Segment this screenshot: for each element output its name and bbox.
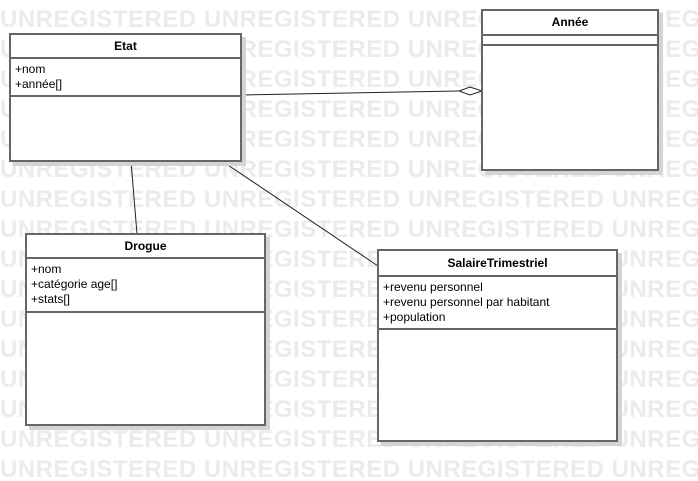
attributes-compartment-annee [483, 36, 657, 46]
attributes-compartment-salaire: +revenu personnel +revenu personnel par … [379, 277, 616, 330]
class-name-etat: Etat [11, 35, 240, 59]
attribute: +revenu personnel [383, 280, 483, 294]
class-name-drogue: Drogue [27, 235, 264, 259]
attribute: +revenu personnel par habitant [383, 295, 550, 309]
attribute: +stats[] [31, 292, 71, 306]
attribute: +catégorie age[] [31, 277, 118, 291]
etat-drogue-link[interactable] [130, 160, 138, 235]
class-drogue[interactable]: Drogue +nom +catégorie age[] +stats[] [25, 233, 266, 426]
etat-annee-link[interactable] [240, 90, 460, 96]
attribute: +année[] [15, 77, 63, 91]
aggregation-diamond [457, 86, 484, 96]
class-etat[interactable]: Etat +nom +année[] [9, 33, 242, 162]
etat-salaire-link[interactable] [221, 160, 379, 267]
class-salaire-trimestriel[interactable]: SalaireTrimestriel +revenu personnel +re… [377, 249, 618, 442]
attributes-compartment-etat: +nom +année[] [11, 59, 240, 97]
class-name-annee: Année [483, 11, 657, 36]
attributes-compartment-drogue: +nom +catégorie age[] +stats[] [27, 259, 264, 313]
watermark-row: UNREGISTERED UNREGISTERED UNREGISTERED U… [0, 456, 698, 481]
class-annee[interactable]: Année [481, 9, 659, 171]
attribute: +population [383, 310, 446, 324]
attribute: +nom [31, 262, 62, 276]
attribute: +nom [15, 62, 46, 76]
watermark-row: UNREGISTERED UNREGISTERED UNREGISTERED U… [0, 186, 698, 213]
class-name-salaire-trimestriel: SalaireTrimestriel [379, 251, 616, 277]
